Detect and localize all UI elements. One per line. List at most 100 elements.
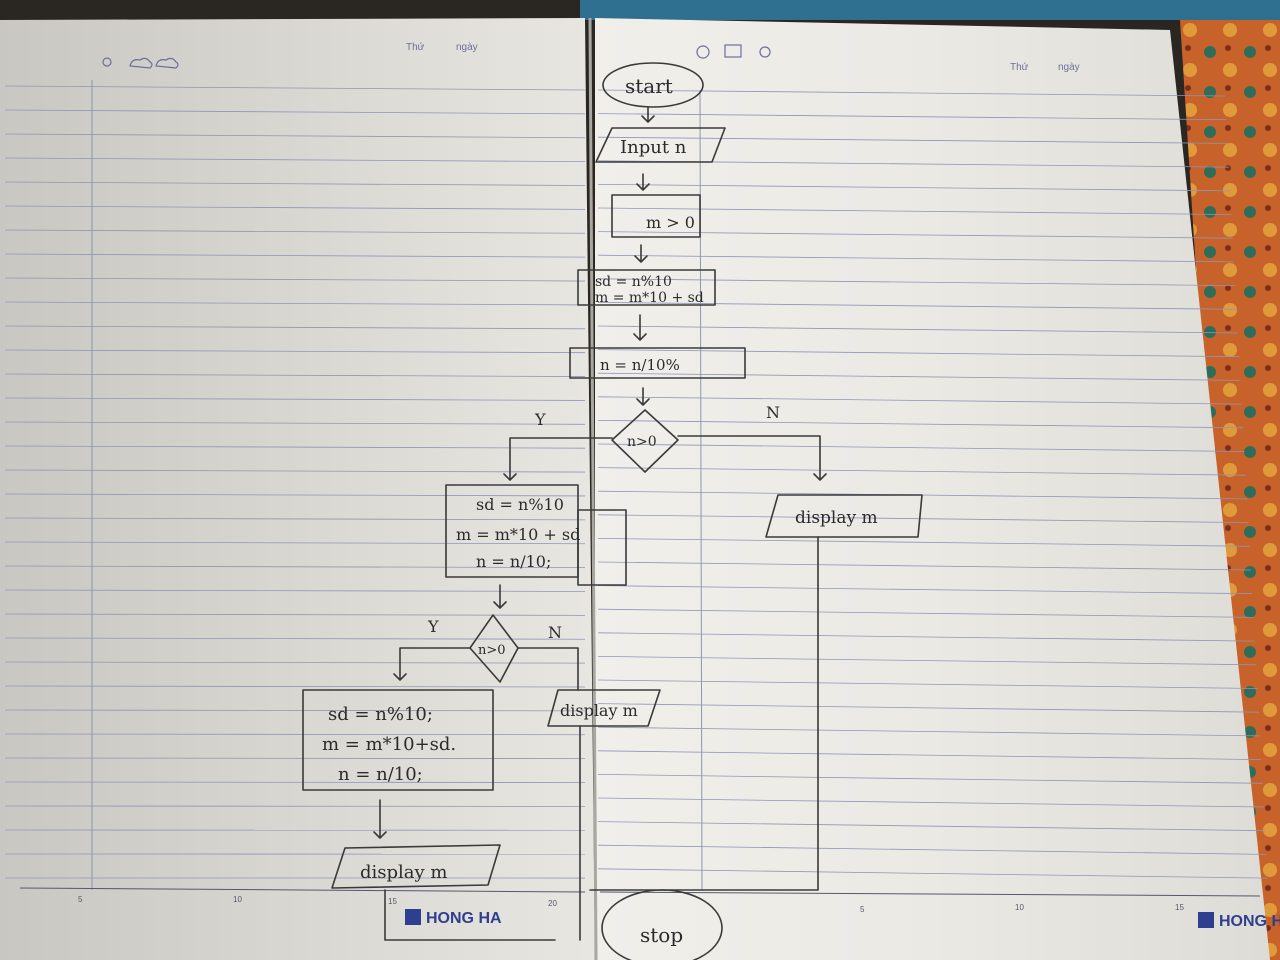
alarm-book-bulb-icons	[696, 44, 771, 59]
step1-line2: m = m*10 + sd	[595, 290, 704, 306]
step1-box	[577, 269, 716, 306]
ruled-line-right	[597, 231, 1233, 239]
ruled-line-left	[4, 301, 586, 306]
ruled-line-right	[597, 207, 1232, 215]
dec2-no-label: N	[548, 623, 562, 642]
ruled-line-right	[597, 679, 1258, 689]
dec2-yes-label: Y	[427, 617, 439, 636]
step1-line1: sd = n%10	[595, 274, 672, 290]
ruled-line-right	[597, 443, 1245, 452]
dec1-yes-label: Y	[534, 410, 546, 429]
right-ruler-5: 5	[860, 905, 865, 914]
weather-icons	[102, 57, 179, 69]
dec1-yes-arrow	[503, 437, 613, 481]
ruled-line-right	[597, 632, 1255, 642]
input-label: Input n	[620, 137, 687, 158]
ruled-line-right	[597, 514, 1249, 523]
loop1-side-box	[577, 509, 627, 586]
arrow-1	[641, 106, 655, 123]
ruled-line-right	[597, 420, 1244, 429]
ruled-line-left	[4, 349, 586, 354]
loop2-line2: m = m*10+sd.	[322, 734, 456, 755]
display-2-box	[547, 689, 661, 727]
right-page	[595, 18, 1270, 960]
ruled-line-left	[4, 253, 586, 258]
ruled-line-left	[4, 565, 586, 568]
right-day-label: Thứ	[1010, 62, 1029, 73]
right-date-label: ngày	[1058, 62, 1080, 73]
ruled-line-left	[4, 613, 586, 616]
ruled-line-right	[597, 254, 1235, 263]
ruled-line-right	[597, 113, 1227, 121]
left-ruler-15: 15	[388, 897, 397, 906]
ruled-line-right	[597, 136, 1228, 144]
ruled-line-left	[4, 637, 586, 640]
ruled-line-right	[597, 750, 1262, 760]
ruled-line-left	[4, 541, 586, 545]
ruled-line-left	[4, 709, 586, 712]
arrow-6	[493, 584, 507, 609]
loop2-line3: n = n/10;	[338, 764, 423, 785]
brand-right: HONG H	[1219, 913, 1280, 930]
ruled-line-left	[4, 277, 586, 282]
ruled-line-left	[4, 469, 586, 473]
loop2-box	[302, 689, 494, 791]
ruled-line-left	[4, 733, 586, 736]
dec2-yes-arrow	[393, 647, 471, 681]
spine	[588, 17, 598, 960]
init-box	[611, 194, 701, 238]
right-ruler-10: 10	[1015, 903, 1024, 912]
ruled-line-right	[597, 844, 1267, 855]
ruled-line-right	[597, 325, 1239, 334]
ruled-line-left	[4, 661, 586, 664]
step2-label: n = n/10%	[600, 356, 680, 374]
ruled-line-left	[4, 397, 586, 401]
left-ruler-10: 10	[233, 895, 242, 904]
brand-left: HONG HA	[426, 910, 502, 927]
ruled-line-left	[4, 493, 586, 497]
arrow-7	[373, 799, 387, 839]
arrow-4	[633, 314, 647, 341]
display-1-box	[765, 494, 923, 538]
ruled-line-right	[597, 349, 1240, 358]
left-day-label: Thứ	[406, 42, 425, 53]
step2-box	[569, 347, 746, 379]
decision-1-label: n>0	[627, 434, 657, 450]
stop-terminal	[601, 889, 723, 960]
ruled-line-right	[597, 703, 1259, 713]
ruled-line-left	[4, 229, 586, 234]
arrow-5	[636, 387, 650, 406]
display-2-label: display m	[560, 701, 638, 720]
ruled-line-left	[4, 205, 586, 210]
left-ruler-20: 20	[548, 899, 557, 908]
ruled-line-left	[4, 109, 586, 115]
ruled-line-left	[4, 325, 586, 330]
ruled-line-left	[4, 133, 586, 139]
ruled-line-right	[597, 538, 1250, 547]
ruled-line-left	[4, 757, 586, 760]
ruled-line-right	[597, 797, 1265, 808]
ruled-line-right	[597, 561, 1252, 571]
stop-label: stop	[640, 923, 683, 947]
ruled-line-left	[4, 781, 586, 783]
right-ruler-15: 15	[1175, 903, 1184, 912]
ruled-line-right	[597, 278, 1236, 286]
brand-logo-left-icon	[405, 909, 421, 925]
arrow-2	[636, 173, 650, 191]
ruled-line-right	[597, 467, 1246, 476]
loop1-line3: n = n/10;	[476, 552, 551, 571]
ruled-line-left	[4, 157, 586, 163]
loop2-line1: sd = n%10;	[328, 704, 433, 725]
left-ruler	[19, 887, 586, 893]
dec2-no-arrow	[517, 647, 579, 691]
ruled-line-right	[597, 184, 1231, 192]
ruled-line-right	[597, 396, 1242, 405]
loop1-line1: sd = n%10	[476, 495, 564, 514]
decision-1	[611, 409, 679, 473]
ruled-line-right	[597, 608, 1254, 618]
ruled-line-left	[4, 685, 586, 688]
decision-2	[469, 614, 519, 683]
input-box	[595, 127, 726, 163]
start-terminal	[602, 62, 704, 108]
